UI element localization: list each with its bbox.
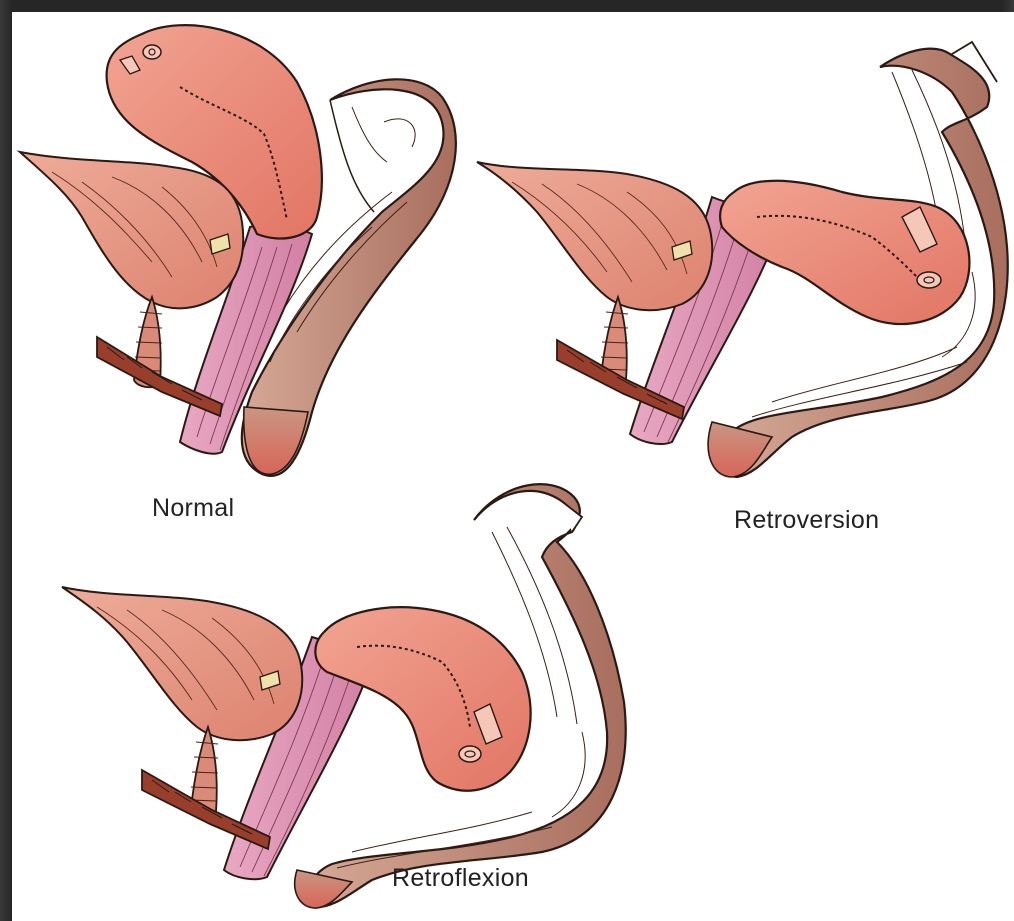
caption-retroversion: Retroversion bbox=[734, 506, 879, 535]
bladder bbox=[477, 162, 712, 310]
caption-retroflexion: Retroflexion bbox=[392, 864, 529, 893]
illustration-canvas: Normal Retroversion Retroflexion bbox=[12, 12, 1014, 921]
caption-normal: Normal bbox=[152, 494, 234, 523]
panel-retroflexion bbox=[62, 484, 626, 908]
panel-normal bbox=[20, 25, 456, 476]
panel-retroversion bbox=[477, 42, 1008, 477]
uterine-positions-illustration bbox=[12, 12, 1014, 921]
bladder bbox=[20, 152, 243, 308]
uterus bbox=[720, 181, 969, 324]
bladder bbox=[62, 587, 302, 740]
